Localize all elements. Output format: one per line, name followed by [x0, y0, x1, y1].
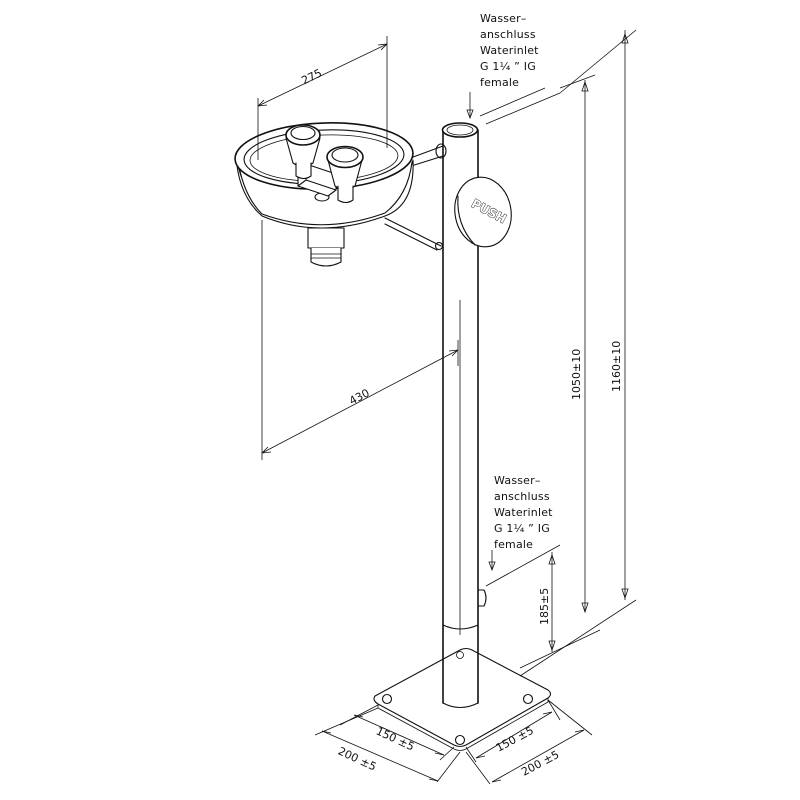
dimension-base-right-inner-text: 150 ±5: [494, 724, 536, 755]
dimension-height-to-bowl-text: 1050±10: [570, 349, 583, 400]
dimension-base-left-outer-text: 200 ±5: [336, 745, 378, 774]
bottom-inlet-label-line-1: Wasser–: [494, 474, 541, 487]
bottom-inlet-label-line-2: anschluss: [494, 490, 550, 503]
base-plate: [373, 647, 552, 751]
base-bolt-hole-right: [522, 693, 534, 705]
eyewash-bowl: [234, 122, 414, 267]
dimension-reach: 430: [261, 220, 459, 460]
base-bolt-hole-front: [454, 734, 466, 746]
top-inlet-label-line-5: female: [480, 76, 519, 89]
bottom-inlet-label-line-5: female: [494, 538, 533, 551]
bottom-inlet-callout: Wasser– anschluss Waterinlet G 1¼ ” IG f…: [485, 474, 561, 587]
bottom-inlet-label-line-4: G 1¼ ” IG: [494, 522, 550, 535]
top-inlet-label-line-1: Wasser–: [480, 12, 527, 25]
dimension-base-left-inner-text: 150 ±5: [374, 725, 416, 754]
top-inlet-callout: Wasser– anschluss Waterinlet G 1¼ ” IG f…: [466, 12, 561, 125]
dimension-bowl-width-text: 275: [299, 66, 324, 87]
top-inlet-label-line-2: anschluss: [480, 28, 536, 41]
dimension-total-height: 1160±10: [519, 29, 637, 677]
dimension-total-height-text: 1160±10: [610, 341, 623, 392]
push-paddle: PUSH: [454, 176, 512, 248]
top-inlet-label-line-4: G 1¼ ” IG: [480, 60, 536, 73]
dimension-height-to-bowl: 1050±10: [519, 74, 601, 669]
bottom-inlet-label-line-3: Waterinlet: [494, 506, 553, 519]
top-inlet-label-line-3: Waterinlet: [480, 44, 539, 57]
dimension-reach-text: 430: [347, 386, 372, 407]
bottom-inlet-stub: [477, 589, 487, 607]
dimension-base-right-outer-text: 200 ±5: [519, 748, 561, 779]
dimension-bottom-inlet-height: 185±5: [538, 552, 556, 652]
dimension-base-left: 150 ±5 200 ±5: [314, 704, 461, 783]
base-bolt-hole-back: [456, 651, 464, 659]
base-bolt-hole-left: [381, 693, 393, 705]
dimension-bottom-inlet-height-text: 185±5: [538, 588, 551, 625]
